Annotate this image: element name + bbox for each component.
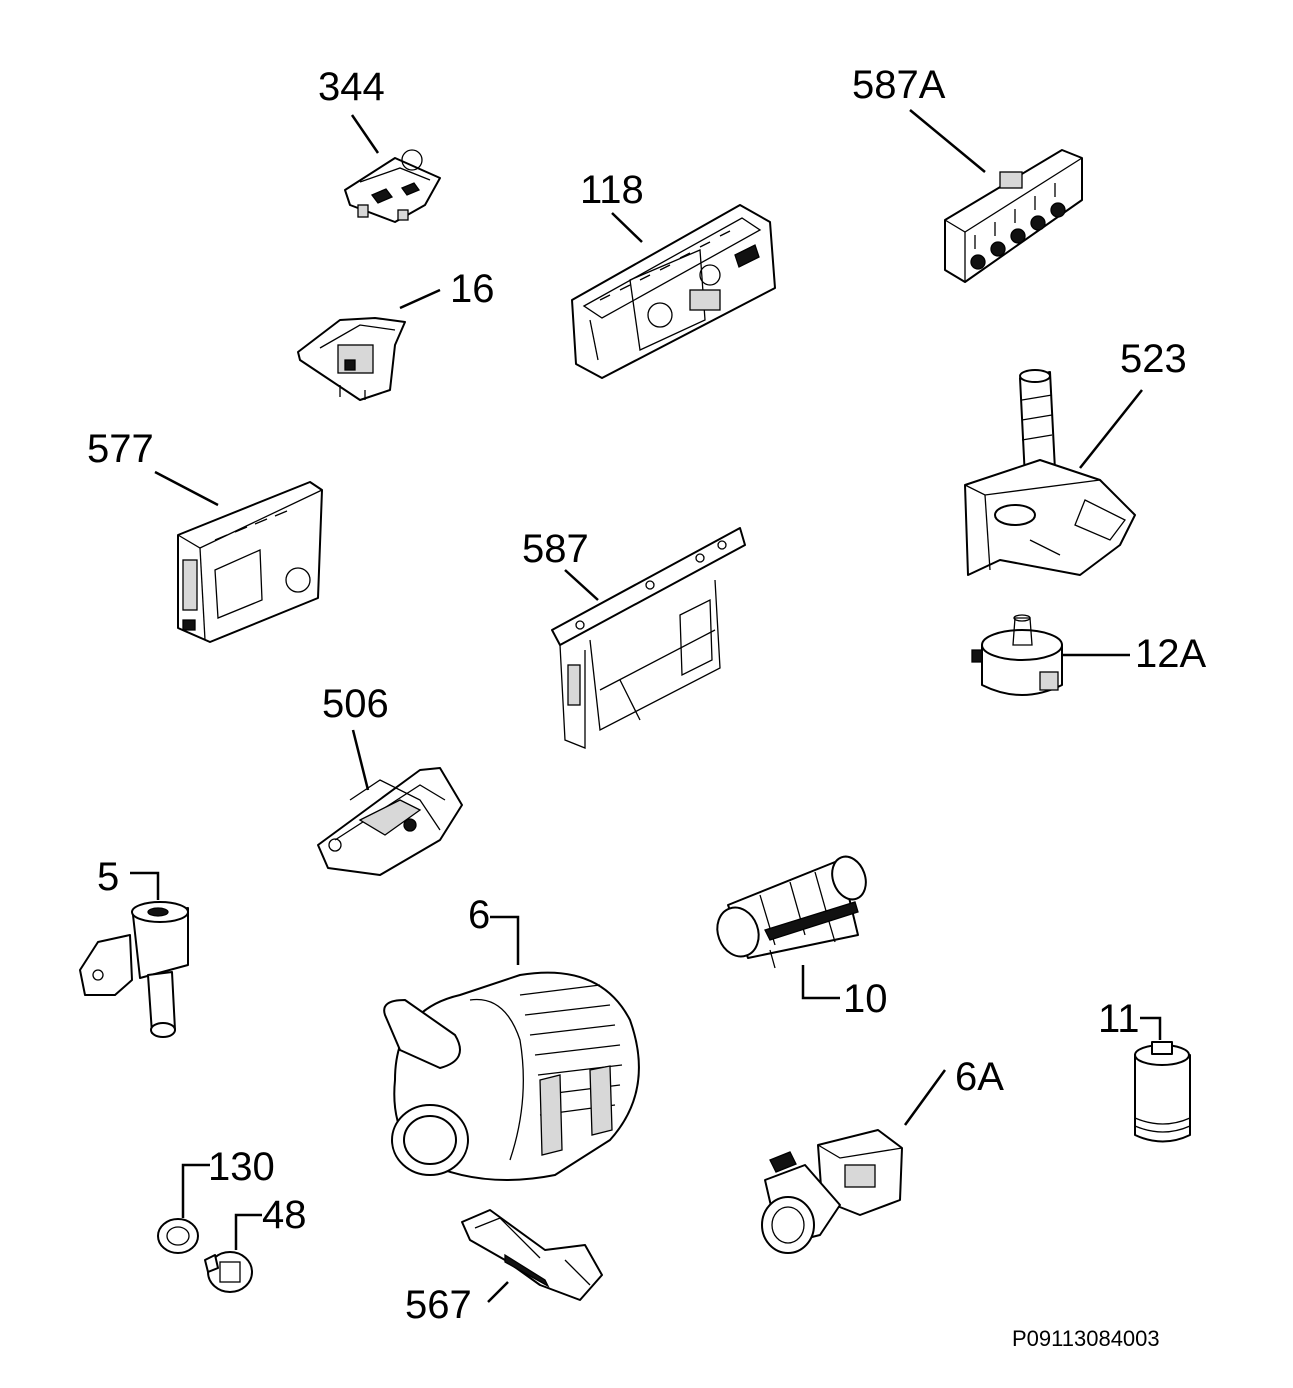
label-506: 506 bbox=[322, 682, 389, 726]
part-118-drawing bbox=[571, 204, 776, 379]
label-48: 48 bbox=[262, 1193, 307, 1237]
part-12a-drawing bbox=[971, 614, 1130, 696]
label-587a: 587A bbox=[852, 63, 946, 107]
part-6a-drawing bbox=[761, 1069, 947, 1254]
label-523: 523 bbox=[1120, 337, 1187, 381]
label-12a: 12A bbox=[1135, 632, 1206, 676]
part-16-drawing bbox=[297, 288, 441, 401]
label-577: 577 bbox=[87, 427, 154, 471]
label-567: 567 bbox=[405, 1283, 472, 1327]
part-523-drawing bbox=[964, 369, 1143, 576]
label-6a: 6A bbox=[955, 1055, 1004, 1099]
part-130-drawing bbox=[157, 1163, 210, 1254]
label-10: 10 bbox=[843, 977, 888, 1021]
part-11-drawing bbox=[1134, 1016, 1191, 1143]
label-587: 587 bbox=[522, 527, 589, 571]
part-10-drawing bbox=[716, 855, 867, 1000]
label-344: 344 bbox=[318, 65, 385, 109]
part-344-drawing bbox=[344, 114, 441, 223]
part-567-drawing bbox=[461, 1209, 603, 1303]
label-5: 5 bbox=[97, 855, 119, 899]
part-6-drawing bbox=[383, 915, 640, 1181]
label-6: 6 bbox=[468, 893, 490, 937]
part-5-drawing bbox=[79, 871, 189, 1038]
label-130: 130 bbox=[208, 1145, 275, 1189]
part-506-drawing bbox=[317, 729, 463, 876]
part-577-drawing bbox=[154, 470, 323, 643]
part-587a-drawing bbox=[909, 109, 1083, 283]
part-48-drawing bbox=[204, 1213, 262, 1293]
part-587-drawing bbox=[551, 527, 746, 749]
label-118: 118 bbox=[580, 168, 644, 212]
label-11: 11 bbox=[1098, 997, 1140, 1041]
drawing-code: P09113084003 bbox=[1012, 1326, 1160, 1351]
label-16: 16 bbox=[450, 267, 495, 311]
